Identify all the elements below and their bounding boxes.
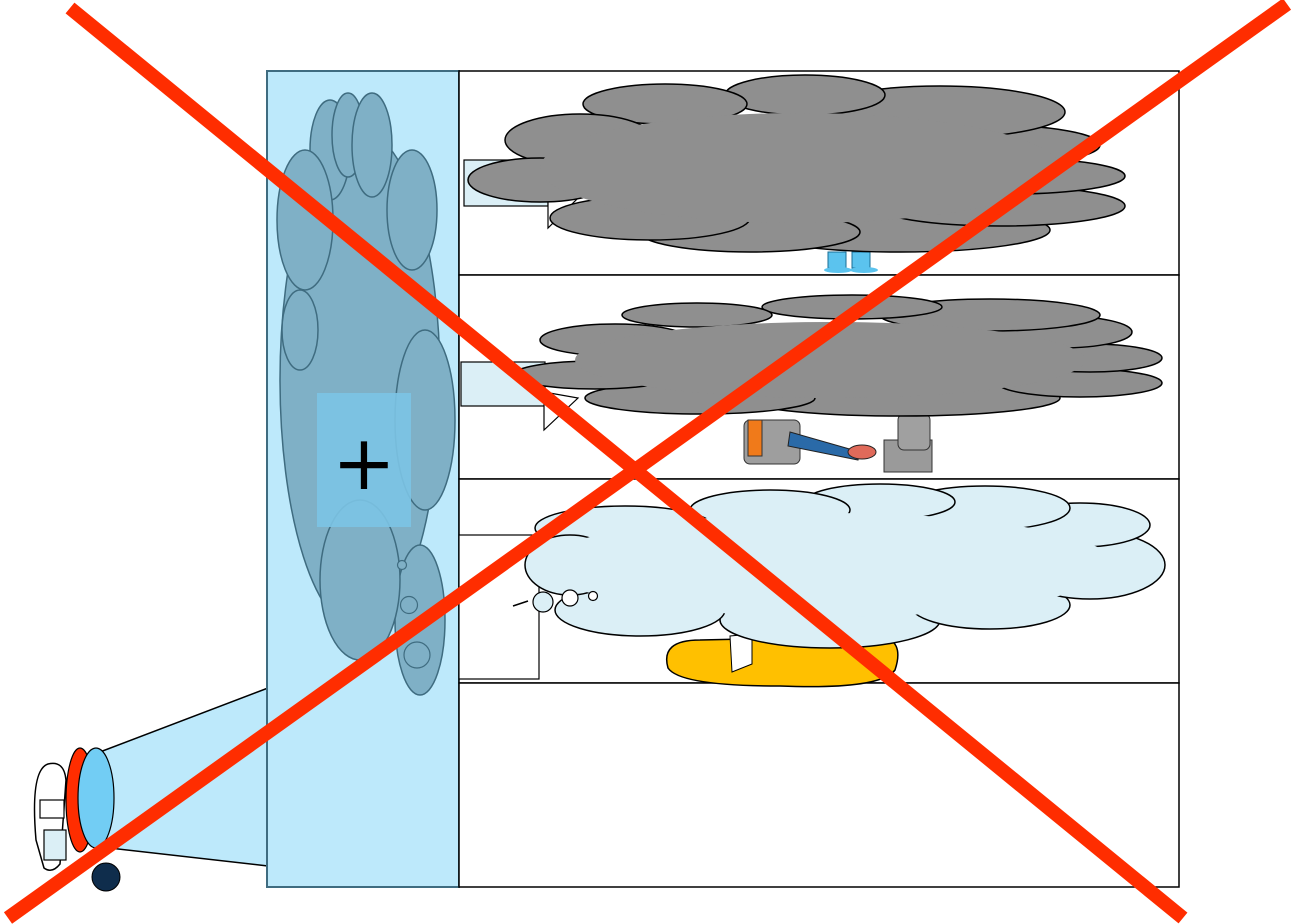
ghost-bubble-large (404, 642, 430, 668)
ghost-bubble-medium (401, 597, 418, 614)
row-4-box (459, 683, 1179, 887)
focus-plus-sign: + (332, 418, 396, 507)
ghost-bubble-small (398, 561, 407, 570)
thought-bubble-large (533, 592, 553, 612)
thought-bubble-medium (562, 590, 578, 606)
node-dot (92, 863, 120, 891)
thought-bubble-small (589, 592, 598, 601)
